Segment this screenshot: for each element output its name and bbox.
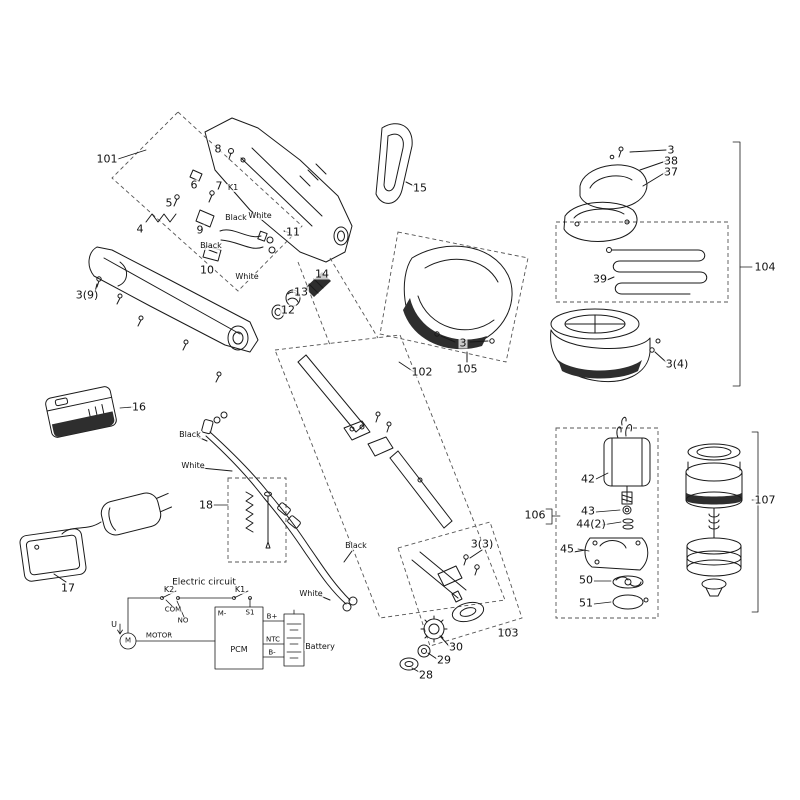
label-b-plus: B+ xyxy=(265,612,279,621)
label-103: 103 xyxy=(496,626,520,640)
dashed-box-106 xyxy=(555,427,659,619)
label-4: 4 xyxy=(135,222,145,236)
battery-drawing xyxy=(45,386,117,438)
brace-106 xyxy=(545,508,561,525)
spring-pin-drawing xyxy=(245,491,272,549)
clamp-51-drawing xyxy=(612,594,649,610)
bracket-107 xyxy=(751,431,759,613)
label-3-4: 3(4) xyxy=(664,357,690,371)
shaft-lower-drawing xyxy=(411,551,513,631)
label-104: 104 xyxy=(753,260,777,274)
label-3-guard: 3 xyxy=(458,336,468,350)
gear-parts-drawing xyxy=(622,505,634,530)
label-black-2: Black xyxy=(199,241,223,250)
label-39: 39 xyxy=(592,272,608,286)
label-white-4: White xyxy=(298,589,324,598)
screws-3-3 xyxy=(463,549,483,576)
upper-housing-drawing xyxy=(204,117,353,263)
label-106: 106 xyxy=(523,508,547,522)
label-12: 12 xyxy=(280,303,296,317)
dashed-box-18 xyxy=(227,477,287,563)
leader-101 xyxy=(117,149,147,160)
label-black-3: Black xyxy=(178,430,202,439)
label-motor: MOTOR xyxy=(144,631,174,640)
leaders-106 xyxy=(577,472,622,605)
label-10: 10 xyxy=(199,263,215,277)
label-8: 8 xyxy=(213,142,223,156)
fan-drawing xyxy=(612,575,644,589)
wire-harness-drawing xyxy=(197,411,358,612)
label-9: 9 xyxy=(195,223,205,237)
lower-housing-drawing xyxy=(550,308,667,383)
label-m: M xyxy=(123,636,133,645)
label-42: 42 xyxy=(580,472,596,486)
motor-drawing xyxy=(603,416,651,505)
label-b-minus: B- xyxy=(267,648,277,657)
label-k1: K1 xyxy=(233,585,247,594)
label-28: 28 xyxy=(418,668,434,682)
label-13: 13 xyxy=(293,285,309,299)
label-44-2: 44(2) xyxy=(575,517,607,531)
label-5: 5 xyxy=(164,196,174,210)
dashed-box-103 xyxy=(397,521,523,647)
spool-assembly-drawing xyxy=(685,443,743,597)
label-51: 51 xyxy=(578,596,594,610)
label-7: 7 xyxy=(214,179,224,193)
label-38: 38 xyxy=(663,154,679,168)
dashed-box-105 xyxy=(379,231,529,363)
label-pcm: PCM xyxy=(229,645,249,654)
label-battery: Battery xyxy=(304,642,336,651)
label-u: U xyxy=(110,620,118,629)
label-black-1: Black xyxy=(224,213,248,222)
label-k1-part: K1 xyxy=(226,183,240,192)
gearbox-drawing xyxy=(573,537,649,571)
label-37: 37 xyxy=(663,165,679,179)
shaft-upper-drawing xyxy=(297,354,453,529)
label-29: 29 xyxy=(436,653,452,667)
dashed-box-101 xyxy=(111,111,303,292)
charger-drawing xyxy=(19,492,173,583)
circuit-title: Electric circuit xyxy=(171,577,237,588)
label-101: 101 xyxy=(95,152,119,166)
label-105: 105 xyxy=(455,362,479,376)
label-white-3: White xyxy=(180,461,206,470)
label-15: 15 xyxy=(412,181,428,195)
bracket-104 xyxy=(732,141,753,387)
label-3-9: 3(9) xyxy=(74,288,100,302)
label-m-minus: M- xyxy=(216,609,228,618)
label-3-top-right: 3 xyxy=(666,143,676,157)
upper-clamp-drawing xyxy=(563,146,667,242)
label-ntc: NTC xyxy=(265,635,281,644)
dashed-box-104 xyxy=(555,221,729,303)
label-white-2: White xyxy=(234,272,260,281)
cable-39-drawing xyxy=(606,247,708,295)
label-107: 107 xyxy=(753,493,777,507)
label-45: 45 xyxy=(559,542,575,556)
leader-to-shaft xyxy=(297,257,379,346)
label-com: COM xyxy=(163,605,183,614)
dashed-box-102 xyxy=(274,334,506,619)
label-18: 18 xyxy=(198,498,214,512)
label-16: 16 xyxy=(131,400,147,414)
circuit-drawing xyxy=(117,590,305,670)
label-black-4: Black xyxy=(344,541,368,550)
label-17: 17 xyxy=(60,581,76,595)
label-30: 30 xyxy=(448,640,464,654)
trigger-handle-drawing xyxy=(88,246,259,383)
label-14: 14 xyxy=(314,267,330,281)
label-11: 11 xyxy=(285,225,301,239)
label-white-1: White xyxy=(247,211,273,220)
label-3-3: 3(3) xyxy=(469,537,495,551)
label-43: 43 xyxy=(580,504,596,518)
guard-drawing xyxy=(403,245,513,363)
label-s1: S1 xyxy=(244,608,256,617)
label-k2: K2 xyxy=(162,585,176,594)
leader-16 xyxy=(119,406,134,409)
aux-handle-drawing xyxy=(375,123,415,204)
label-102: 102 xyxy=(410,365,434,379)
label-50: 50 xyxy=(578,573,594,587)
label-no: NO xyxy=(176,616,190,625)
label-6: 6 xyxy=(189,178,199,192)
